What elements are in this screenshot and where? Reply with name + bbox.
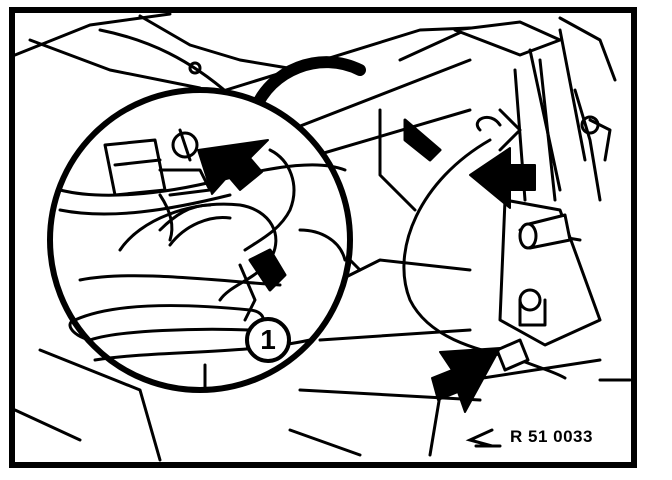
pointer-arrows (197, 139, 536, 413)
background-engine-bay (13, 12, 632, 462)
arrow-detail-connector (197, 139, 269, 195)
arrow-cable-clip-lower (431, 347, 501, 413)
figure-reference-code: R 51 0033 (510, 427, 593, 446)
callout-number-1: 1 (245, 317, 291, 363)
arrow-cable-clip-upper (469, 147, 536, 209)
bmw-c-logo-icon (465, 428, 502, 448)
magnified-detail-view (47, 87, 353, 393)
